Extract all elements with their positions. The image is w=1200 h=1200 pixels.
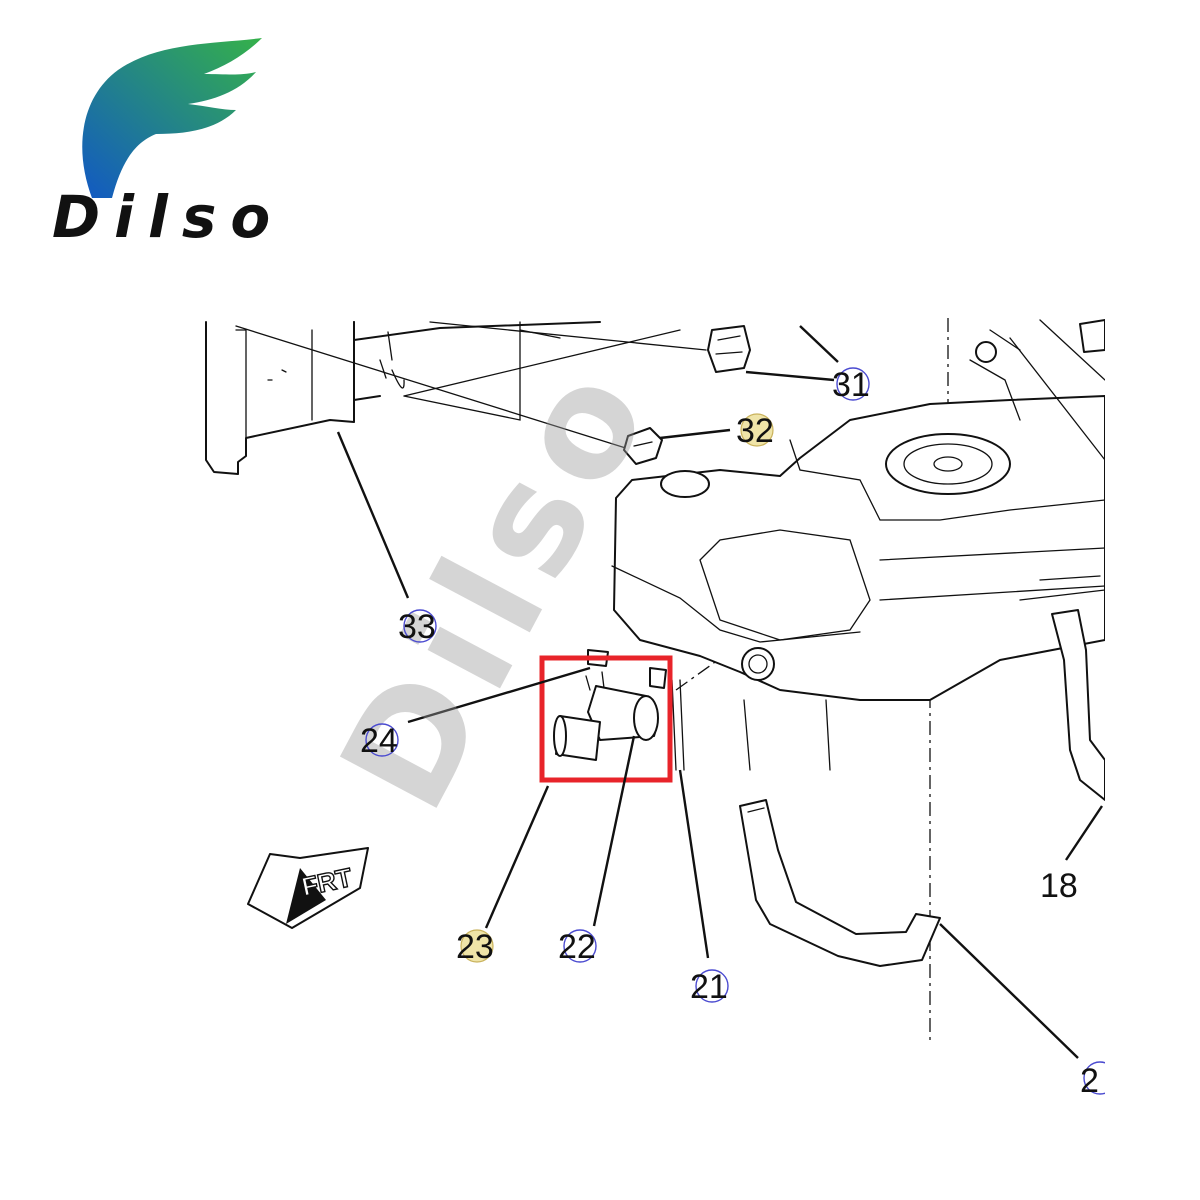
svg-text:23: 23 [456,928,494,966]
callout-20: 2 [1080,1061,1105,1100]
svg-text:18: 18 [1040,867,1078,905]
brand-logo: Dilso [52,38,284,251]
svg-text:24: 24 [360,722,398,760]
clip-31 [707,325,751,373]
clip-32 [623,427,663,465]
svg-text:2: 2 [1080,1062,1099,1100]
callout-21: 21 [690,968,729,1006]
svg-text:33: 33 [398,608,436,646]
callout-33: 33 [398,608,437,646]
tank-strap-front [739,799,941,967]
wing-logo-icon [82,38,262,198]
brand-name: Dilso [52,183,284,251]
svg-text:32: 32 [736,412,774,450]
svg-text:31: 31 [832,366,870,404]
callout-31: 31 [832,366,870,404]
callout-23: 23 [456,928,494,966]
highlight-box [539,655,673,783]
leader-lines [336,325,1103,1059]
callout-24: 24 [360,722,399,760]
fuel-tank [611,319,1105,701]
front-direction-arrow: FRT [247,847,369,929]
callout-18: 18 [1040,867,1078,905]
frame-crossmember [205,321,681,475]
callout-22: 22 [558,928,597,966]
fuel-pump-assembly [553,649,685,771]
callout-32: 32 [736,412,774,450]
svg-text:22: 22 [558,928,596,966]
tank-strap-rear [1051,609,1105,801]
svg-text:21: 21 [690,968,728,1006]
